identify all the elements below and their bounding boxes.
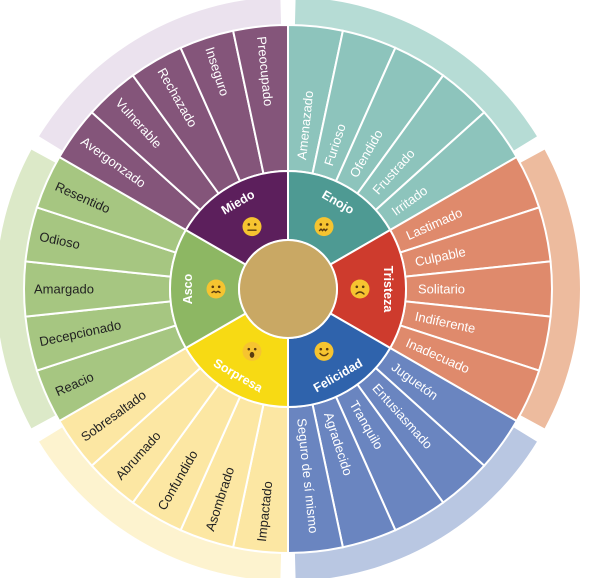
emoji-face-icon xyxy=(242,217,262,237)
sub-emotion-label: Impactado xyxy=(254,480,275,542)
emotion-group-sorpresa: ImpactadoAsombradoConfundidoAbrumadoSobr… xyxy=(39,312,289,578)
emoji-face-icon xyxy=(242,341,262,361)
emotion-group-tristeza: LastimadoCulpableSolitarioIndiferenteIna… xyxy=(329,149,580,429)
sub-emotion-label: Amenazado xyxy=(294,90,316,161)
emoji-face-icon xyxy=(314,217,334,237)
outer-band-tristeza xyxy=(520,149,580,429)
emoji-face-icon xyxy=(314,341,334,361)
sub-emotion-label: Solitario xyxy=(418,282,465,297)
outer-band-felicidad xyxy=(294,426,537,578)
wheel-center xyxy=(238,239,338,339)
sub-emotion-label: Preocupado xyxy=(254,36,276,107)
outer-band-enojo xyxy=(294,0,537,152)
sub-emotion-label: Amargado xyxy=(34,282,94,297)
core-emotion-label: Asco xyxy=(181,273,195,304)
emotion-group-felicidad: JuguetónEntusiasmadoTranquiloAgradecidoS… xyxy=(287,312,537,578)
outer-band-sorpresa xyxy=(39,426,282,578)
emoji-face-icon xyxy=(206,279,226,299)
core-emotion-label: Tristeza xyxy=(381,266,395,314)
emoji-face-icon xyxy=(350,279,370,299)
outer-band-asco xyxy=(0,149,56,429)
outer-band-miedo xyxy=(39,0,282,152)
emotion-group-asco: ReacioDecepcionadoAmargadoOdiosoResentid… xyxy=(0,149,247,429)
